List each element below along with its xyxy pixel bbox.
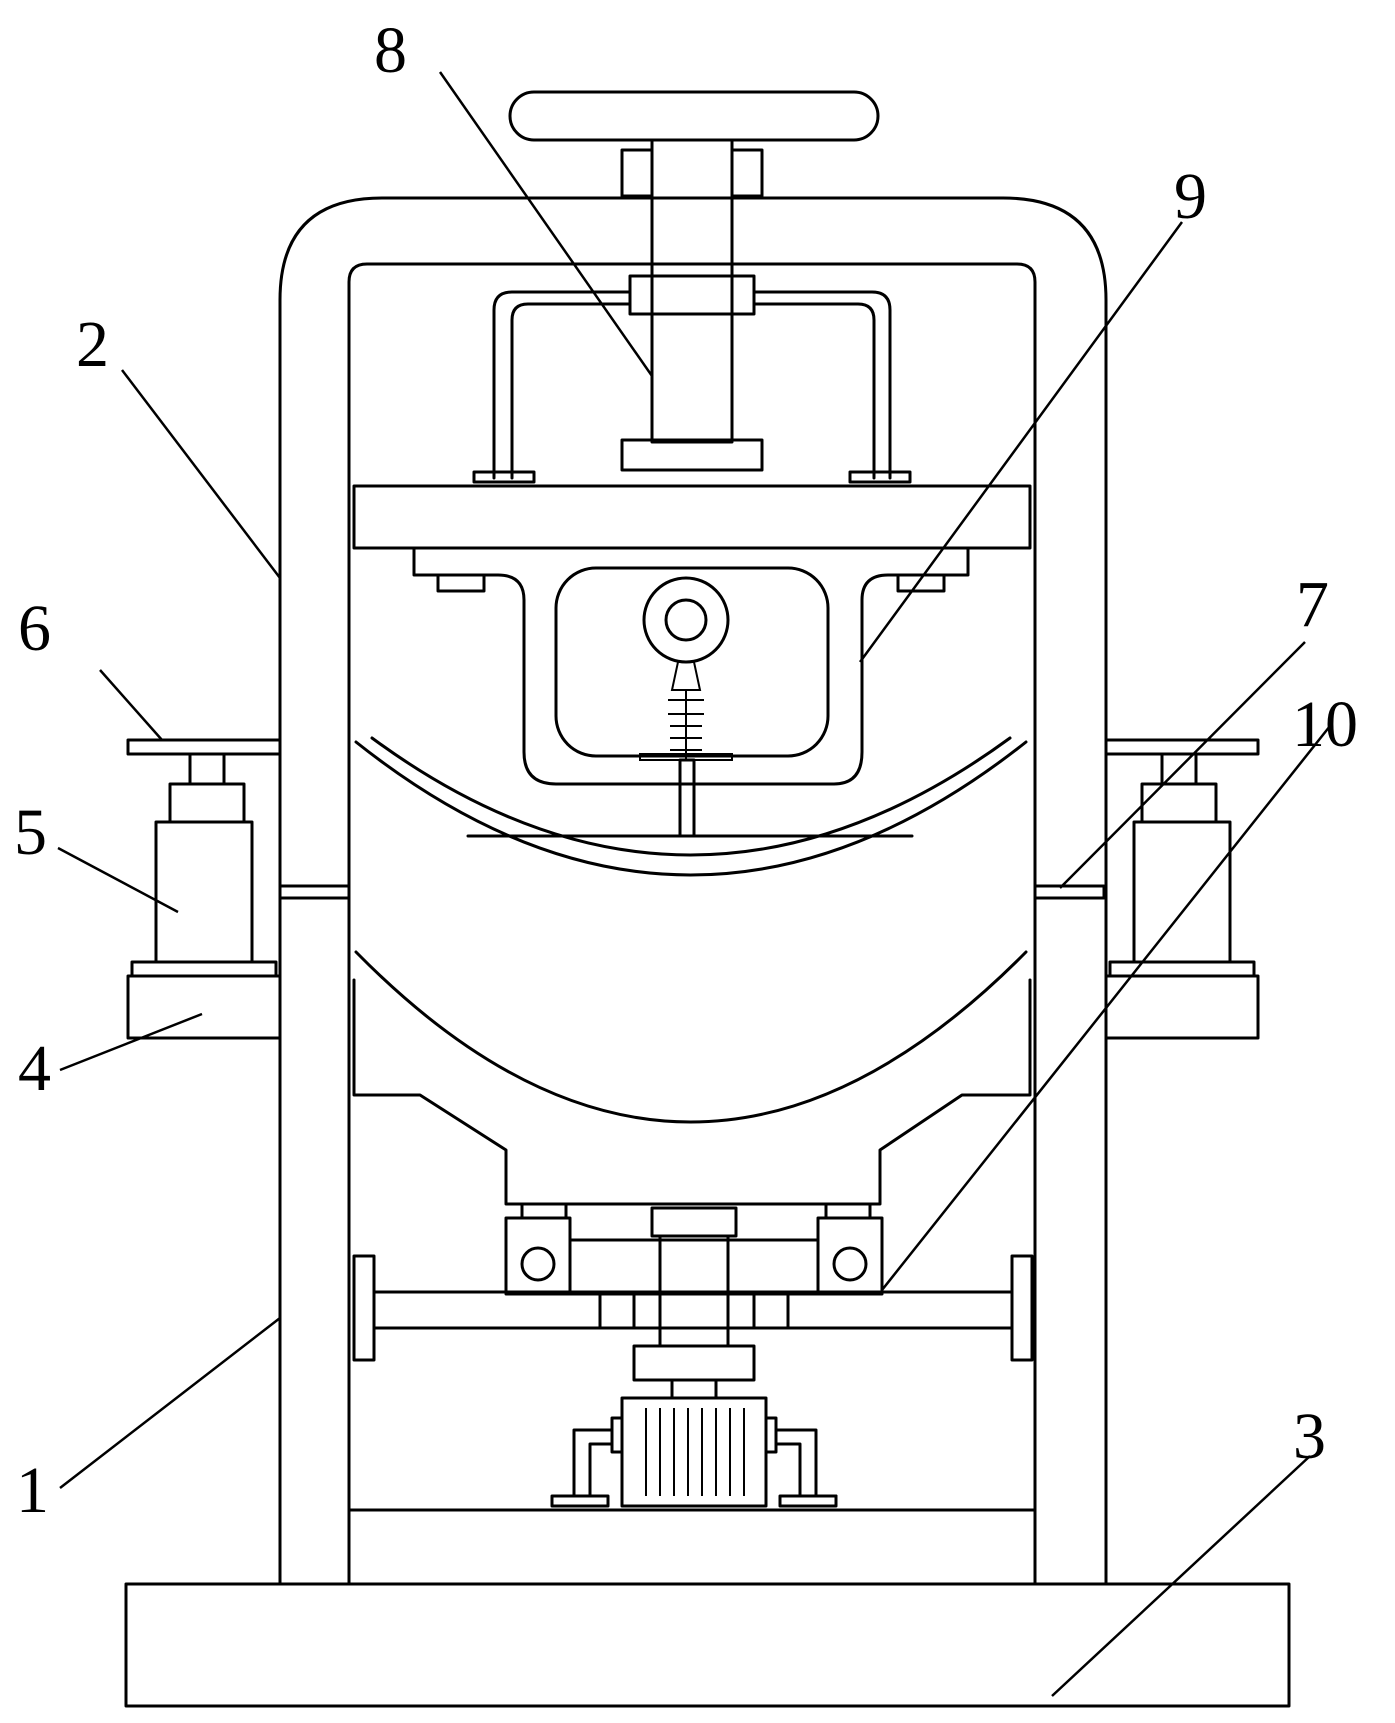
handwheel	[508, 90, 880, 142]
cylinder-base-left	[130, 960, 278, 978]
roller-right	[832, 1246, 868, 1282]
support-block-left	[126, 974, 282, 1040]
cylinder-body-left	[154, 820, 254, 964]
leader-9	[858, 221, 1184, 663]
screw-column	[650, 138, 734, 444]
drive-head	[650, 1206, 738, 1238]
bearing-cap-right	[824, 1202, 872, 1220]
motor-foot-left	[550, 1494, 610, 1508]
shaft-block-right-2	[752, 1290, 790, 1330]
leader-8	[438, 71, 654, 377]
cylinder-body-right	[1132, 820, 1232, 964]
cylinder-rod-left	[188, 752, 226, 786]
motor-foot-right	[778, 1494, 838, 1508]
mould-lower-arc	[354, 950, 1028, 1124]
guide-bracket-inner	[510, 302, 876, 480]
pivot-ring	[642, 576, 730, 664]
leader-1	[59, 1317, 281, 1489]
motor-bracket-right	[774, 1428, 838, 1498]
shaft-block-right-1	[726, 1290, 756, 1330]
support-shaft	[372, 1290, 1014, 1330]
leader-10	[881, 725, 1331, 1291]
bearing-block-left	[504, 1216, 572, 1296]
mould-upper-arc	[354, 740, 1028, 877]
screw-foot	[620, 438, 764, 472]
cylinder-neck-right	[1140, 782, 1218, 824]
callout-1: 1	[16, 1454, 49, 1527]
callout-10: 10	[1292, 688, 1358, 761]
leader-2	[121, 369, 281, 579]
pressing-plate	[352, 484, 1032, 550]
pressing-head-outer	[412, 546, 970, 786]
pivot-pin	[664, 598, 708, 642]
callout-4: 4	[18, 1032, 51, 1105]
callout-5: 5	[14, 796, 47, 869]
leader-7	[1059, 641, 1306, 889]
callout-3: 3	[1293, 1400, 1326, 1473]
head-lug-right	[896, 573, 946, 593]
leader-3	[1051, 1455, 1311, 1697]
motor-bracket-left	[552, 1428, 614, 1498]
guide-bracket-outer	[492, 290, 892, 480]
screw-collar-left	[620, 148, 654, 198]
head-window	[554, 566, 830, 758]
shaft-end-left	[352, 1254, 376, 1362]
leader-4	[59, 1012, 203, 1072]
shaft-block-left-1	[598, 1290, 636, 1330]
bearing-block-right	[816, 1216, 884, 1296]
pressing-rod	[678, 758, 696, 838]
base-plate	[124, 1582, 1291, 1708]
bearing-cap-left	[520, 1202, 568, 1220]
screw-collar-right	[730, 148, 764, 198]
callout-2: 2	[76, 308, 109, 381]
motor-end-right	[764, 1416, 778, 1454]
pivot-link	[670, 661, 702, 691]
connector-right	[1033, 884, 1106, 900]
roller-left	[520, 1246, 556, 1282]
leader-5	[57, 846, 179, 914]
callout-6: 6	[18, 592, 51, 665]
coupling	[632, 1344, 756, 1382]
callout-7: 7	[1296, 568, 1329, 641]
frame-outer	[278, 196, 1108, 1586]
coupling-neck	[670, 1378, 718, 1400]
shaft-end-right	[1010, 1254, 1034, 1362]
motor-fins	[645, 1408, 745, 1496]
support-block-right	[1104, 974, 1260, 1040]
bracket-foot-right	[848, 470, 912, 484]
side-plate-left	[126, 738, 282, 756]
callout-8: 8	[374, 14, 407, 87]
leader-6	[99, 669, 163, 741]
frame-inner	[347, 262, 1037, 1586]
cylinder-neck-left	[168, 782, 246, 824]
side-plate-right	[1104, 738, 1260, 756]
callout-9: 9	[1174, 160, 1207, 233]
screw-nut	[628, 274, 756, 316]
mould-body	[352, 978, 1032, 1206]
mould-upper-arc-inner	[370, 736, 1012, 857]
bracket-foot-left	[472, 470, 536, 484]
shaft-block-left-2	[632, 1290, 662, 1330]
connector-left	[278, 884, 351, 900]
head-lug-left	[436, 573, 486, 593]
bearing-bar	[568, 1238, 820, 1296]
motor-end-left	[610, 1416, 624, 1454]
